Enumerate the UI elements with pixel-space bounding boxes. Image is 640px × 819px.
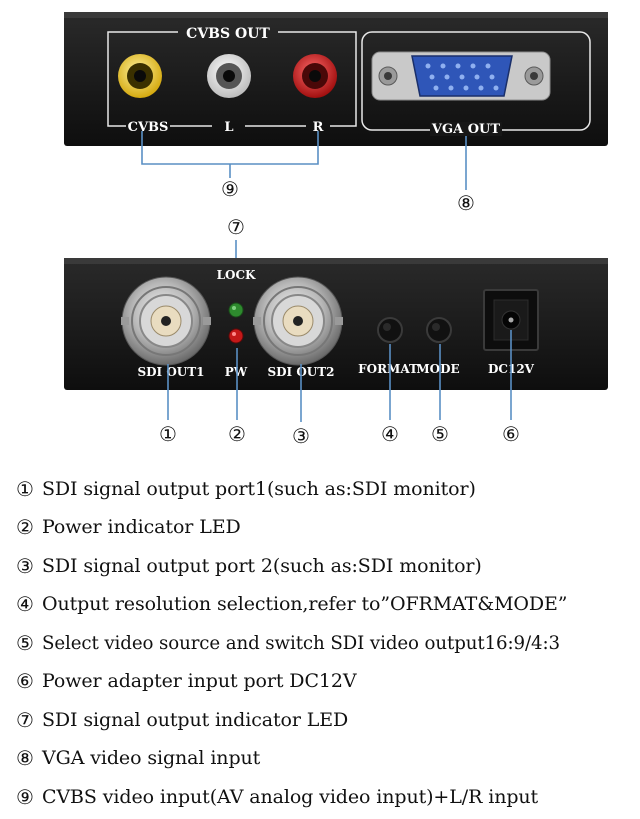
legend-number: ⑦	[16, 708, 34, 732]
callout-2: ②	[228, 422, 246, 446]
power-led	[228, 328, 244, 344]
legend-number: ⑤	[16, 631, 34, 655]
legend-number: ①	[16, 477, 34, 501]
legend-number: ②	[16, 515, 34, 539]
cvbs-label: CVBS	[128, 120, 169, 135]
cvbs-out-label: CVBS OUT	[186, 26, 270, 42]
legend-number: ③	[16, 554, 34, 578]
format-label: FORMAT	[358, 362, 418, 376]
lock-led	[228, 302, 244, 318]
callout-1: ①	[159, 422, 177, 446]
legend-text: CVBS video input(AV analog video input)+…	[42, 786, 539, 808]
legend-text: Power indicator LED	[42, 516, 241, 538]
callout-9: ⑨	[221, 177, 239, 201]
legend-text: Output resolution selection,refer to”OFR…	[42, 593, 568, 615]
callout-5: ⑤	[431, 422, 449, 446]
legend-number: ⑨	[16, 785, 34, 809]
cvbs-jack	[118, 54, 162, 98]
top-callout-lines	[141, 131, 467, 190]
sdi-out2-bnc	[253, 276, 343, 366]
legend-item-9: ⑨ CVBS video input(AV analog video input…	[8, 778, 640, 816]
legend-number: ④	[16, 592, 34, 616]
dc-power-jack	[483, 289, 539, 351]
mode-button	[426, 317, 452, 343]
left-label: L	[224, 120, 233, 135]
vga-connector	[371, 51, 551, 101]
bottom-callout-lines	[167, 330, 512, 422]
left-audio-jack	[207, 54, 251, 98]
callout-7: ⑦	[227, 215, 245, 239]
bottom-panel: LOCK SDI OUT1 PW SDI OUT2 FORMAT MODE DC…	[64, 258, 608, 390]
right-audio-jack	[293, 54, 337, 98]
legend-item-4: ④ Output resolution selection,refer to”O…	[8, 585, 640, 623]
legend-number: ⑧	[16, 746, 34, 770]
legend-item-3: ③ SDI signal output port 2(such as:SDI m…	[8, 547, 640, 585]
legend: ① SDI signal output port1(such as:SDI mo…	[0, 468, 640, 819]
mode-label: MODE	[416, 362, 459, 376]
legend-text: VGA video signal input	[42, 747, 261, 769]
sdi-out1-bnc	[121, 276, 211, 366]
right-label: R	[313, 120, 324, 135]
legend-item-7: ⑦ SDI signal output indicator LED	[8, 701, 640, 739]
legend-number: ⑥	[16, 669, 34, 693]
legend-text: SDI signal output port 2(such as:SDI mon…	[42, 555, 482, 577]
legend-item-5: ⑤ Select video source and switch SDI vid…	[8, 624, 640, 662]
legend-text: Power adapter input port DC12V	[42, 670, 357, 692]
legend-text: SDI signal output port1(such as:SDI moni…	[42, 478, 476, 500]
device-diagram: CVBS OUT CVBS L R VGA OUT	[64, 12, 608, 448]
callout-6: ⑥	[502, 422, 520, 446]
legend-item-6: ⑥ Power adapter input port DC12V	[8, 662, 640, 700]
legend-text: SDI signal output indicator LED	[42, 709, 349, 731]
vga-out-label: VGA OUT	[431, 122, 500, 137]
legend-item-2: ② Power indicator LED	[8, 508, 640, 546]
format-button	[377, 317, 403, 343]
lock-label: LOCK	[217, 268, 256, 282]
legend-text: Select video source and switch SDI video…	[42, 632, 561, 654]
top-panel: CVBS OUT CVBS L R VGA OUT	[64, 12, 608, 146]
sdi-out1-label: SDI OUT1	[137, 365, 204, 379]
callout-4: ④	[381, 422, 399, 446]
legend-item-1: ① SDI signal output port1(such as:SDI mo…	[8, 470, 640, 508]
legend-item-8: ⑧ VGA video signal input	[8, 739, 640, 777]
callout-8: ⑧	[457, 191, 475, 215]
callout-3: ③	[292, 424, 310, 448]
